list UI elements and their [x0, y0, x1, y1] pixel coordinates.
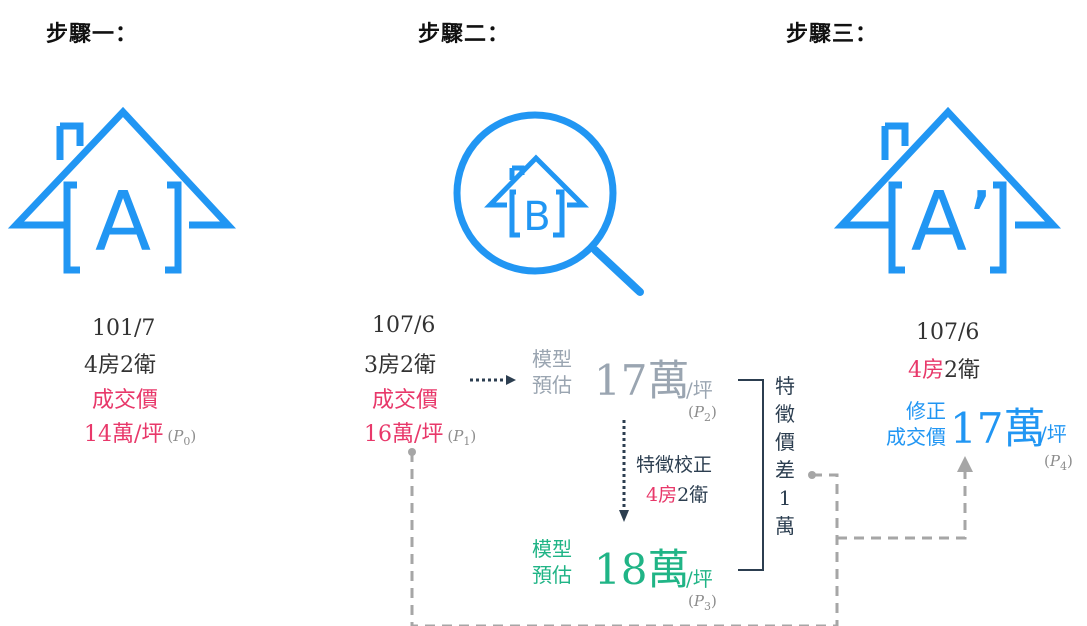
- model-1-unit: /坪: [686, 378, 713, 402]
- house-b-icon: [484, 154, 590, 238]
- model-1-value: 17萬: [594, 356, 690, 405]
- house-a-date: 101/7: [92, 316, 156, 341]
- house-a-layout-num1: 4: [84, 353, 98, 378]
- difference-bracket: [738, 379, 764, 571]
- house-b-p1: (P1): [447, 427, 477, 448]
- house-search-icon: [453, 111, 644, 296]
- house-a-price-row: 14萬/坪(P0): [84, 416, 196, 448]
- step-two-title: 步驟二：: [418, 22, 511, 47]
- house-b-date: 107/6: [372, 313, 436, 338]
- house-a-prime-date: 107/6: [916, 320, 980, 345]
- model-1-p2: (P2): [688, 403, 717, 424]
- house-a-prime-icon: [833, 106, 1062, 274]
- dotted-arrow-right: [470, 375, 516, 385]
- house-a-icon: [7, 106, 237, 274]
- house-a-letter: A: [95, 175, 151, 270]
- house-b-letter: B: [523, 194, 550, 240]
- feature-diff-label: 特 徵 價 差 1 萬: [775, 374, 795, 538]
- house-b-price: 16萬/坪: [364, 422, 444, 447]
- dotted-arrow-down: [619, 420, 629, 522]
- house-a-layout: 4房2衛: [84, 347, 156, 379]
- house-a-prime-label: 修正成交價: [886, 399, 946, 449]
- house-a-price: 14萬/坪: [84, 422, 164, 447]
- house-a-layout-bath: 衛: [134, 353, 157, 378]
- model-1-label: 模型預估: [532, 347, 572, 397]
- step-three-title: 步驟三：: [786, 22, 879, 47]
- dashed-connector-p1: [408, 448, 839, 626]
- model-2-p3: (P3): [688, 592, 717, 613]
- step-one-title: 步驟一：: [46, 22, 139, 47]
- model-2-value: 18萬: [594, 545, 690, 594]
- house-b-layout: 3房2衛: [364, 353, 436, 378]
- model-2-unit: /坪: [686, 567, 713, 591]
- house-a-layout-num2: 2: [120, 353, 135, 378]
- house-a-prime-letter: A’: [911, 175, 993, 270]
- calibration-label: 特徵校正: [636, 454, 713, 476]
- house-a-prime-unit: /坪: [1040, 422, 1067, 446]
- house-b-deal-label: 成交價: [372, 388, 439, 413]
- model-2-label: 模型預估: [532, 537, 572, 587]
- house-a-prime-value: 17萬: [950, 404, 1046, 453]
- house-a-prime-p4: (P4): [1044, 452, 1073, 473]
- house-a-deal-label: 成交價: [92, 388, 159, 413]
- house-b-price-row: 16萬/坪(P1): [364, 416, 476, 448]
- house-a-p0: (P0): [167, 427, 197, 448]
- house-a-layout-room: 房: [98, 353, 121, 378]
- calibration-layout: 4房2衛: [646, 484, 709, 506]
- dashed-connector-diff: [808, 456, 973, 580]
- house-a-prime-layout: 4房2衛: [908, 358, 981, 383]
